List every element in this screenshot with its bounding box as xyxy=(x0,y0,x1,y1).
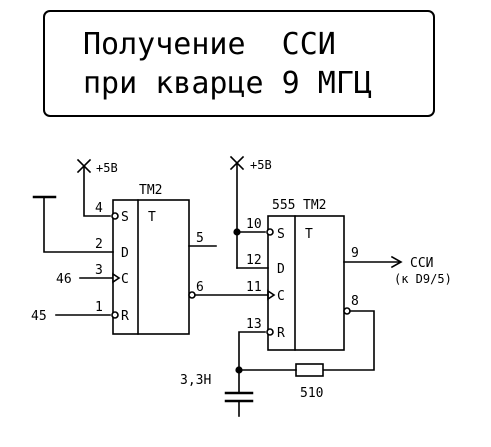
chip2-r-wire xyxy=(238,331,266,393)
chip1-supply-wire xyxy=(83,165,111,217)
chip2-pin-r: R xyxy=(277,326,285,341)
resistor-label: 510 xyxy=(300,386,323,401)
rc-junction xyxy=(235,366,243,374)
chip1-pin-1: 1 xyxy=(95,300,103,315)
chip2-pin-d: D xyxy=(277,262,285,277)
chip1-out6-inversion xyxy=(188,291,196,299)
chip1-supply-label: +5В xyxy=(96,161,118,175)
chip2-pin-9: 9 xyxy=(351,246,359,261)
chip1-body xyxy=(112,199,190,335)
chip1-s-inversion xyxy=(111,212,119,220)
chip2-prefix: 555 xyxy=(272,198,295,213)
chip1-r-inversion xyxy=(111,311,119,319)
chip2-supply-label: +5В xyxy=(250,158,272,172)
chip1-pin-5: 5 xyxy=(196,231,204,246)
chip2-pin-11: 11 xyxy=(246,280,262,295)
chip2-pin-10: 10 xyxy=(246,217,262,232)
chip2-name: ТМ2 xyxy=(303,198,326,213)
chip1-d-wire xyxy=(43,196,114,253)
chip1-pin-r: R xyxy=(121,309,129,324)
chip1-pin-2: 2 xyxy=(95,237,103,252)
chip1-pin-4: 4 xyxy=(95,201,103,216)
chip2-pin-12: 12 xyxy=(246,253,262,268)
chip1-pin-c: C xyxy=(121,272,129,287)
chip2-s-inversion xyxy=(266,228,274,236)
chip1-c-clock-triangle xyxy=(112,272,121,284)
chip2-func: Т xyxy=(305,227,313,242)
chip2-r-inversion xyxy=(266,328,274,336)
feedback-wire xyxy=(322,310,375,371)
title-line-2: при кварце 9 МГЦ xyxy=(83,66,372,101)
input-45-label: 45 xyxy=(31,309,47,324)
chip2-pin-s: S xyxy=(277,227,285,242)
chip1-name: ТМ2 xyxy=(139,183,162,198)
resistor xyxy=(295,363,324,377)
chip2-out8-inversion xyxy=(343,307,351,315)
chip2-c-clock-triangle xyxy=(267,289,276,301)
chip2-body xyxy=(267,215,345,351)
chip2-pin-c: C xyxy=(277,289,285,304)
output-destination: (к D9/5) xyxy=(394,272,452,286)
output-label: ССИ xyxy=(410,256,433,271)
out9-arrow xyxy=(390,255,403,269)
title-box: Получение ССИ при кварце 9 МГЦ xyxy=(43,10,435,117)
title-line-1: Получение ССИ xyxy=(83,27,336,62)
chip2-pin-8: 8 xyxy=(351,294,359,309)
chip1-pin-d: D xyxy=(121,246,129,261)
chip1-pin-3: 3 xyxy=(95,263,103,278)
chip1-pin-6: 6 xyxy=(196,280,204,295)
chip1-pin-s: S xyxy=(121,210,129,225)
capacitor-label: 3,3Н xyxy=(180,373,211,388)
chip1-func: Т xyxy=(148,210,156,225)
input-46-label: 46 xyxy=(56,272,72,287)
chip2-pin-13: 13 xyxy=(246,317,262,332)
